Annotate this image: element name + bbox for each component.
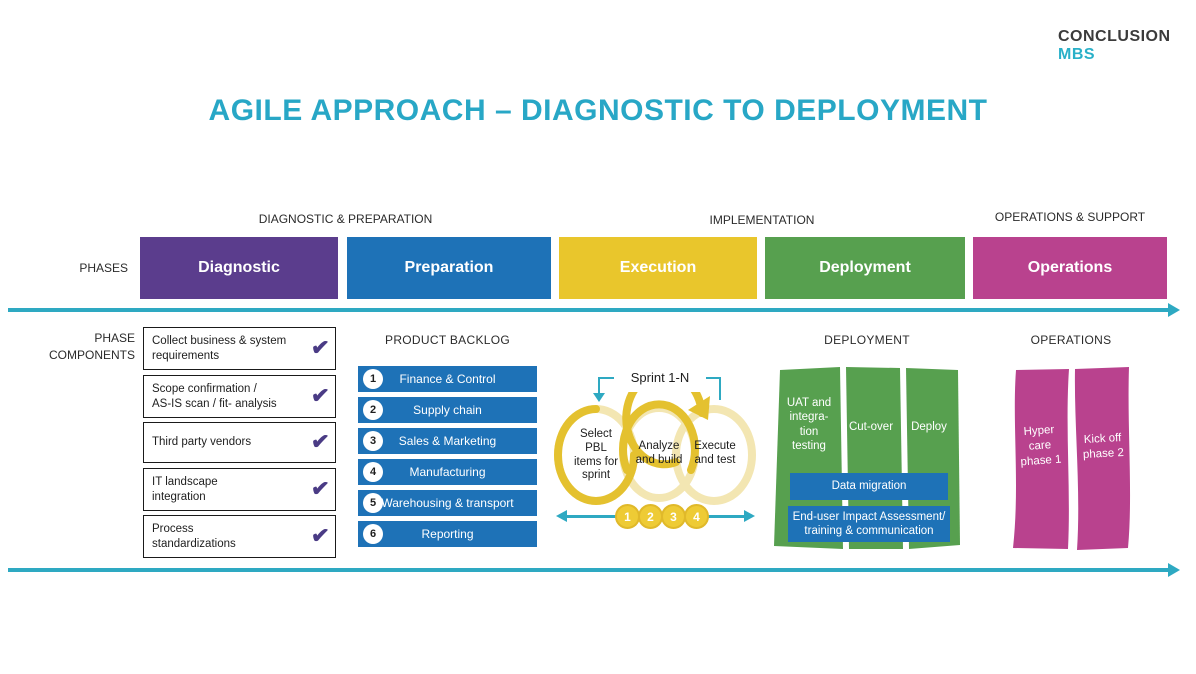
group-header-implementation: IMPLEMENTATION [709, 213, 815, 227]
backlog-item-label: Warehousing & transport [381, 496, 514, 510]
component-text: Third party vendors [152, 436, 252, 449]
backlog-item-label: Sales & Marketing [398, 434, 497, 448]
sprint-loops-graphic [554, 392, 756, 505]
timeline-arrow-bottom [8, 563, 1180, 577]
operations-columns-graphic [1013, 367, 1131, 550]
deploy-bar-enduser-impact: End-user Impact Assessment/ training & c… [788, 506, 950, 542]
check-icon: ✔ [309, 333, 330, 361]
sprint-bracket-right [719, 377, 721, 400]
deployment-header: DEPLOYMENT [824, 333, 910, 347]
logo-mbs-text: MBS [1058, 45, 1096, 63]
arrow-right-icon [744, 510, 755, 522]
backlog-item-number: 6 [363, 524, 383, 544]
deploy-column-deploy: Deploy [911, 421, 947, 433]
arrow-left-icon [556, 510, 567, 522]
phase-box-execution: Execution [559, 237, 757, 299]
check-icon: ✔ [309, 427, 330, 455]
phases-row-label: PHASES [79, 261, 128, 275]
component-text: Collect business & system requirements [152, 335, 287, 362]
component-box-it-landscape: IT landscape integration ✔ [143, 468, 336, 511]
deployment-columns-graphic [774, 367, 960, 549]
sprint-step-badge: 2 [638, 504, 663, 529]
operations-header: OPERATIONS [1030, 333, 1112, 347]
component-box-third-party-vendors: Third party vendors ✔ [143, 422, 336, 463]
backlog-item-label: Manufacturing [409, 465, 486, 479]
backlog-item-label: Supply chain [413, 403, 482, 417]
backlog-item-number: 2 [363, 400, 383, 420]
deploy-column-uat: UAT and integra- tion testing [786, 397, 832, 453]
ops-column-hypercare: Hyper care phase 1 [1020, 423, 1062, 469]
timeline-arrow-top [8, 303, 1180, 317]
backlog-item-sales-marketing: 3 Sales & Marketing [358, 428, 537, 454]
backlog-item-label: Finance & Control [399, 372, 496, 386]
sprint-step-badge: 3 [661, 504, 686, 529]
sprint-step-badge: 4 [684, 504, 709, 529]
component-text: Process standardizations [152, 523, 236, 550]
group-header-diagnostic-preparation: DIAGNOSTIC & PREPARATION [258, 212, 433, 226]
phase-box-diagnostic: Diagnostic [140, 237, 338, 299]
component-text: Scope confirmation / AS-IS scan / fit- a… [152, 383, 277, 410]
company-logo: CONCLUSION MBS [1058, 28, 1178, 63]
backlog-item-supply-chain: 2 Supply chain [358, 397, 537, 423]
backlog-item-number: 3 [363, 431, 383, 451]
backlog-item-finance-control: 1 Finance & Control [358, 366, 537, 392]
backlog-item-manufacturing: 4 Manufacturing [358, 459, 537, 485]
backlog-item-label: Reporting [421, 527, 474, 541]
component-box-scope-confirmation: Scope confirmation / AS-IS scan / fit- a… [143, 375, 336, 418]
backlog-item-number: 1 [363, 369, 383, 389]
group-header-operations-support: OPERATIONS & SUPPORT [994, 210, 1146, 224]
check-icon: ✔ [309, 521, 330, 549]
sprint-bracket-left [598, 377, 600, 393]
sprint-label: Sprint 1-N [614, 370, 706, 385]
component-box-collect-requirements: Collect business & system requirements ✔ [143, 327, 336, 370]
backlog-item-number: 4 [363, 462, 383, 482]
phase-box-preparation: Preparation [347, 237, 551, 299]
phase-components-label: PHASE COMPONENTS [48, 331, 135, 362]
deploy-bar-data-migration: Data migration [790, 473, 948, 500]
backlog-item-reporting: 6 Reporting [358, 521, 537, 547]
check-icon: ✔ [309, 381, 330, 409]
loop-text-execute-test: Execute and test [694, 440, 736, 466]
arrow-right-icon [1168, 563, 1180, 577]
loop-text-select-pbl: Select PBL items for sprint [573, 428, 619, 482]
logo-conclusion-text: CONCLUSION [1058, 28, 1171, 45]
backlog-item-warehousing-transport: 5 Warehousing & transport [358, 490, 537, 516]
deploy-column-cutover: Cut-over [848, 421, 894, 433]
phase-box-operations: Operations [973, 237, 1167, 299]
phase-box-deployment: Deployment [765, 237, 965, 299]
ops-column-kickoff: Kick off phase 2 [1082, 432, 1125, 461]
loop-arrowhead-icon [688, 396, 710, 420]
component-text: IT landscape integration [152, 476, 218, 503]
loop-text-analyze-build: Analyze and build [635, 440, 683, 466]
page-title: AGILE APPROACH – DIAGNOSTIC TO DEPLOYMEN… [208, 94, 988, 127]
component-box-process-standardizations: Process standardizations ✔ [143, 515, 336, 558]
check-icon: ✔ [309, 474, 330, 502]
arrow-right-icon [1168, 303, 1180, 317]
backlog-item-number: 5 [363, 493, 383, 513]
sprint-step-badge: 1 [615, 504, 640, 529]
arrow-down-icon [593, 393, 605, 402]
product-backlog-header: PRODUCT BACKLOG [385, 333, 510, 347]
